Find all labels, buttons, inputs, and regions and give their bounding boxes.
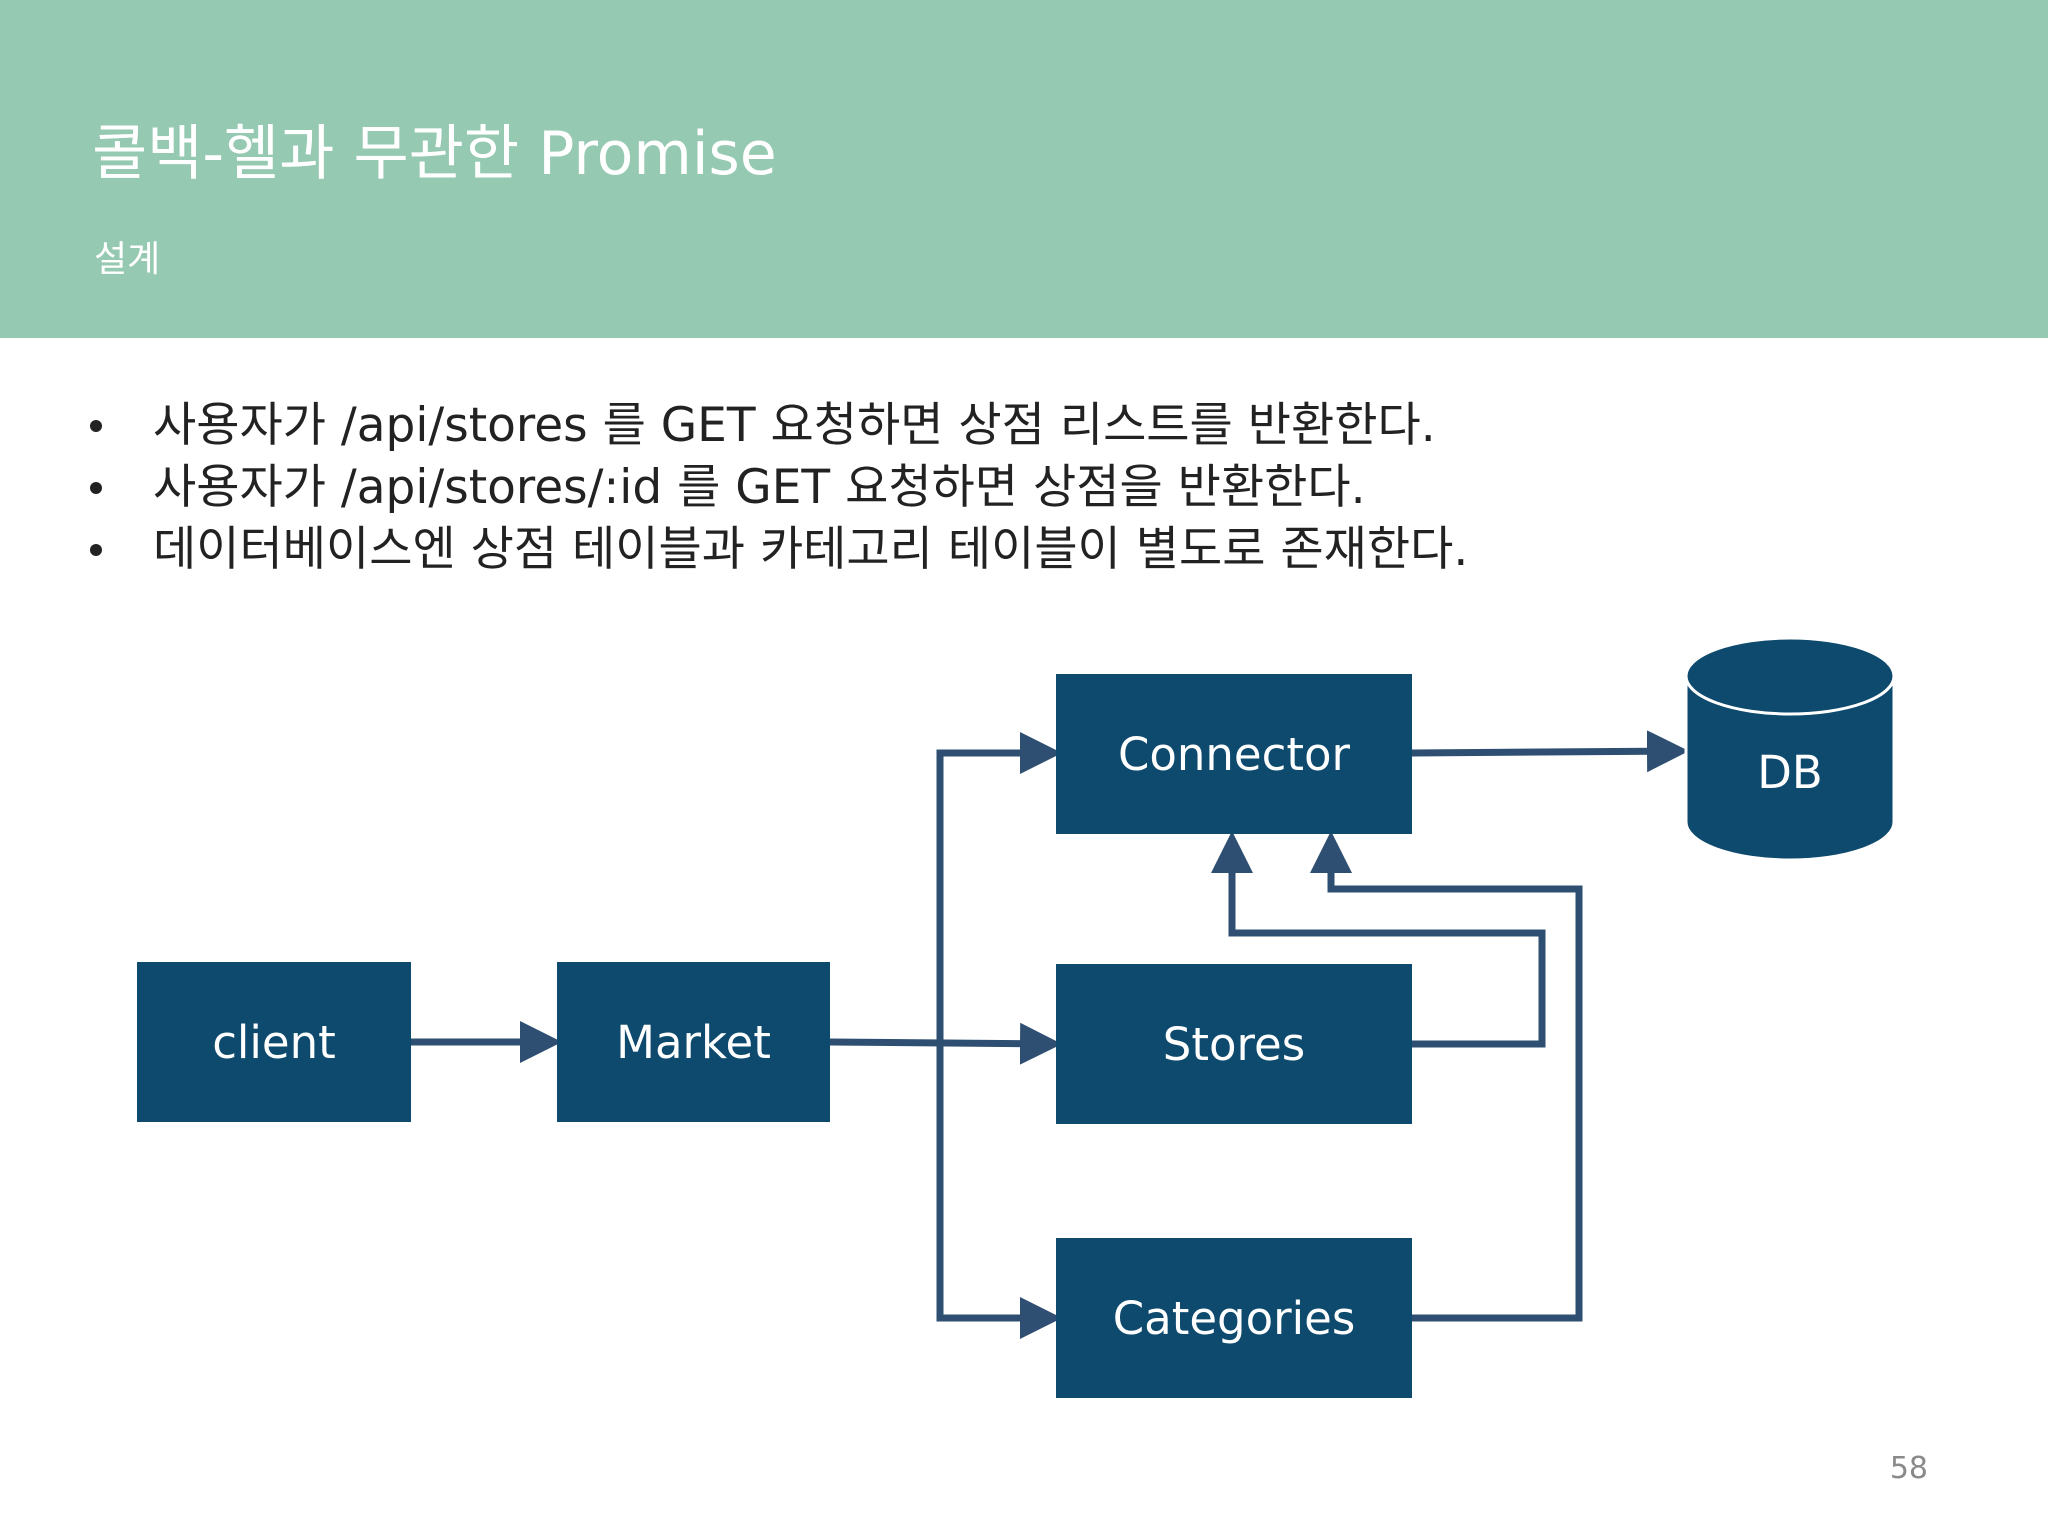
bullet-text: 사용자가 /api/stores 를 GET 요청하면 상점 리스트를 반환한다… bbox=[153, 398, 1436, 453]
bullet-item: 사용자가 /api/stores 를 GET 요청하면 상점 리스트를 반환한다… bbox=[80, 395, 1980, 457]
node-db-label: DB bbox=[1757, 746, 1823, 799]
node-stores: Stores bbox=[1056, 964, 1412, 1124]
page-number: 58 bbox=[1889, 1451, 1928, 1486]
edge-stores-connector bbox=[1211, 831, 1546, 1048]
slide-title: 콜백-헬과 무관한 Promise bbox=[92, 119, 777, 189]
edge-categories-connector bbox=[1310, 831, 1583, 1322]
bullet-dot-icon bbox=[90, 482, 102, 494]
node-client: client bbox=[137, 962, 411, 1122]
node-categories: Categories bbox=[1056, 1238, 1412, 1398]
bullet-list: 사용자가 /api/stores 를 GET 요청하면 상점 리스트를 반환한다… bbox=[80, 395, 1980, 581]
bullet-text: 데이터베이스엔 상점 테이블과 카테고리 테이블이 별도로 존재한다. bbox=[153, 522, 1469, 577]
edge-market-categories bbox=[936, 1043, 1062, 1339]
edge-market-connector bbox=[936, 732, 1062, 1043]
db-cylinder-icon bbox=[1684, 636, 1896, 862]
bullet-text: 사용자가 /api/stores/:id 를 GET 요청하면 상점을 반환한다… bbox=[153, 460, 1366, 515]
header-banner: 콜백-헬과 무관한 Promise 설계 bbox=[0, 0, 2048, 338]
edge-connector-db bbox=[1411, 730, 1689, 773]
bullet-item: 사용자가 /api/stores/:id 를 GET 요청하면 상점을 반환한다… bbox=[80, 457, 1980, 519]
bullet-item: 데이터베이스엔 상점 테이블과 카테고리 테이블이 별도로 존재한다. bbox=[80, 519, 1980, 581]
node-connector: Connector bbox=[1056, 674, 1412, 834]
bullet-dot-icon bbox=[90, 420, 102, 432]
bullet-dot-icon bbox=[90, 544, 102, 556]
node-market: Market bbox=[557, 962, 830, 1122]
slide-subtitle: 설계 bbox=[94, 239, 161, 280]
